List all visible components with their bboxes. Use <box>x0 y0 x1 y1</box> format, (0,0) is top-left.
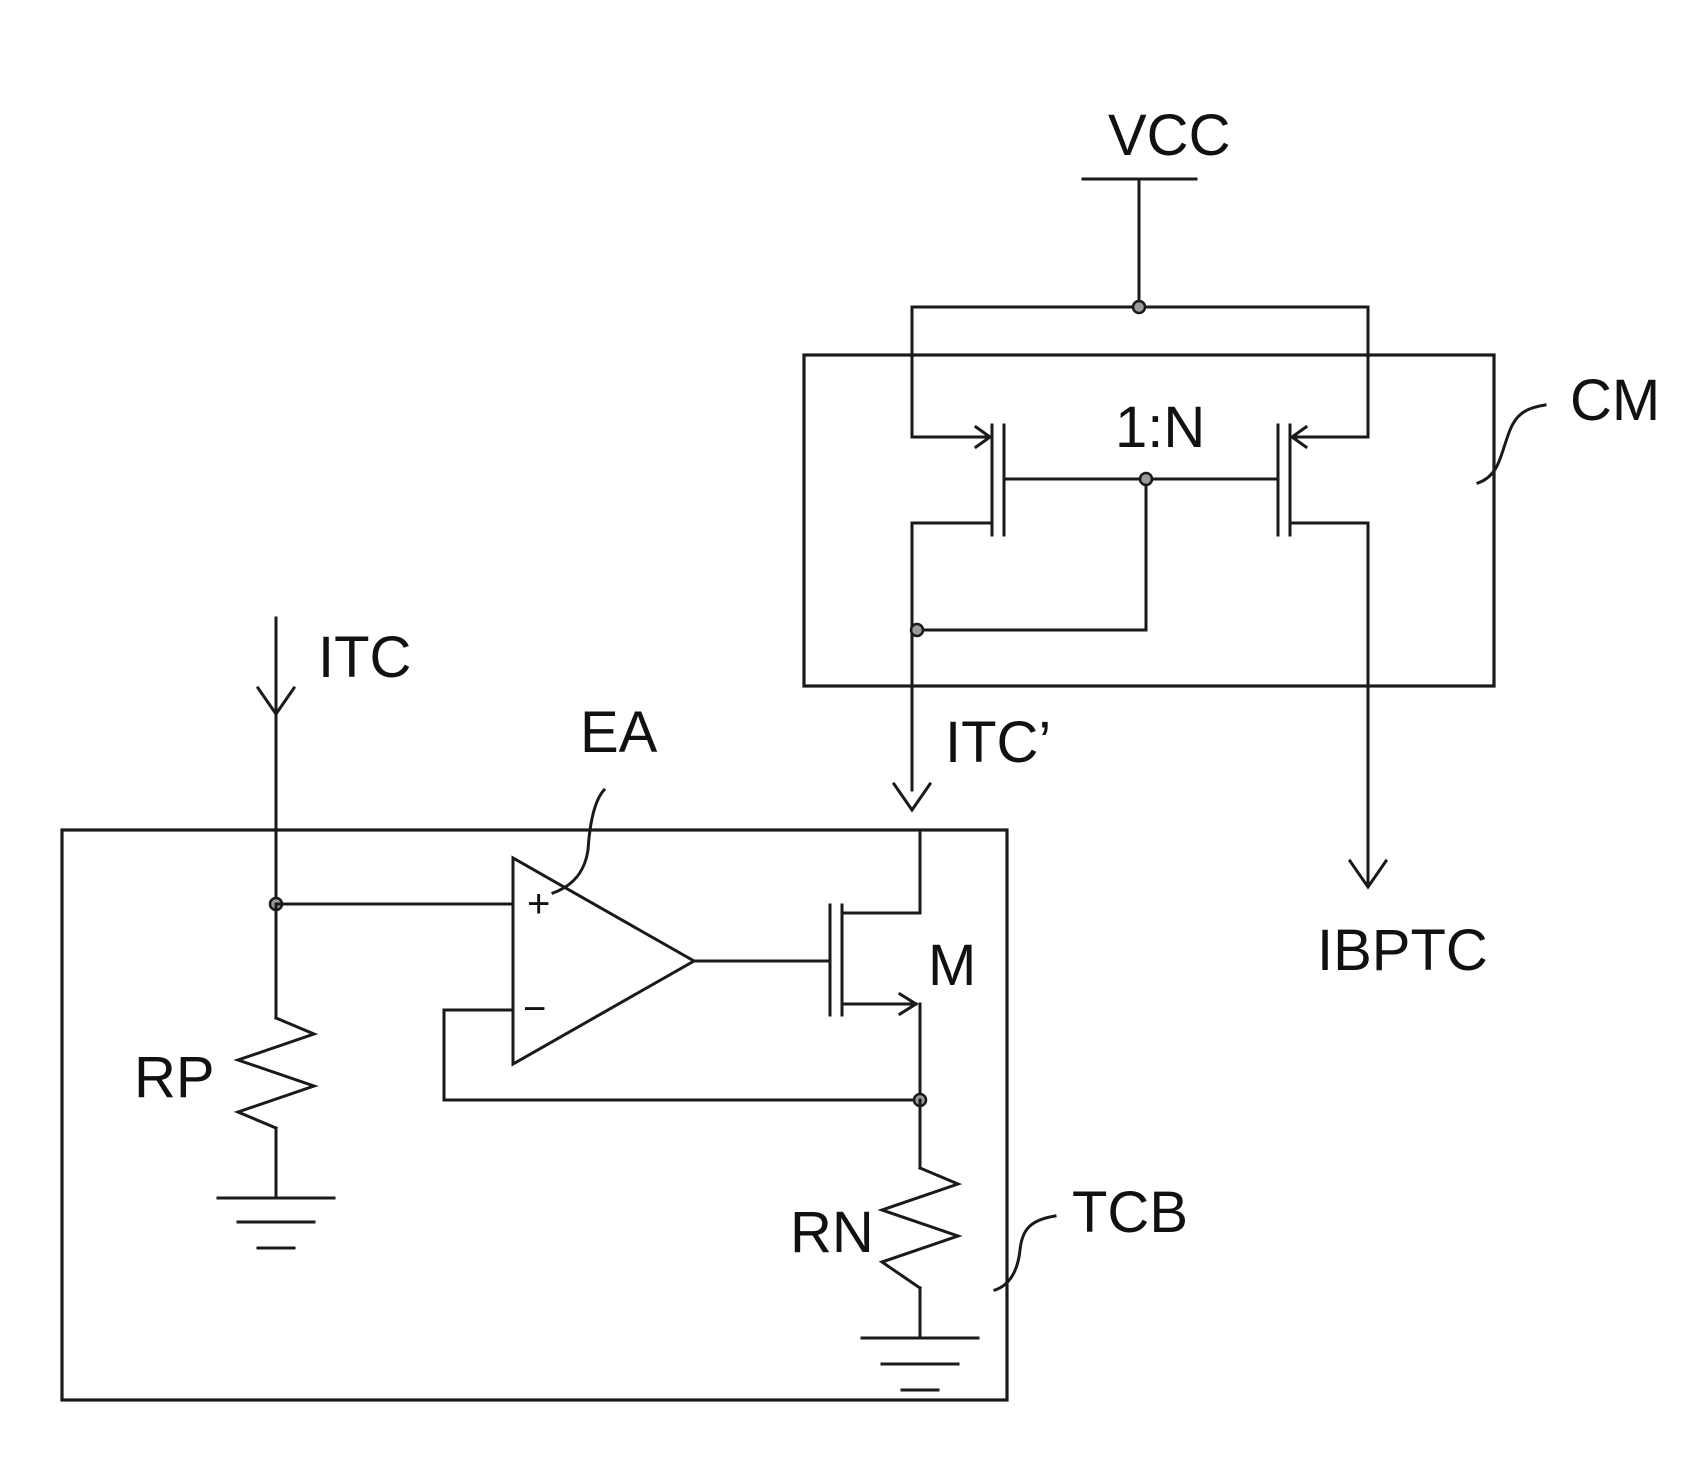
gate-junction-dot <box>1140 473 1152 485</box>
nmos-transistor-m <box>830 830 926 1106</box>
cm-leader-line <box>1478 405 1545 483</box>
vcc-label: VCC <box>1108 103 1230 168</box>
rn-label: RN <box>790 1200 874 1265</box>
opamp-plus-sign: + <box>527 882 550 926</box>
itc-label: ITC <box>318 625 411 690</box>
cm-label: CM <box>1570 368 1660 433</box>
opamp-minus-sign: − <box>523 987 546 1031</box>
ibptc-label: IBPTC <box>1317 918 1488 983</box>
ea-leader-line <box>553 790 604 893</box>
error-amplifier <box>444 858 920 1100</box>
m-label: M <box>928 933 976 998</box>
ground-rn <box>862 1338 978 1390</box>
ea-label: EA <box>580 700 658 765</box>
rp-label: RP <box>134 1045 215 1110</box>
vcc-junction-dot <box>1133 301 1145 313</box>
pmos-right-transistor <box>1278 425 1386 887</box>
tcb-leader-line <box>995 1216 1055 1290</box>
diode-junction-dot <box>911 624 923 636</box>
mirror-gate-connection <box>911 473 1278 636</box>
resistor-rp <box>238 904 314 1198</box>
ground-rp <box>218 1198 334 1248</box>
resistor-rn <box>882 1100 958 1338</box>
ratio-label: 1:N <box>1115 395 1205 460</box>
itc-prime-label: ITC’ <box>945 710 1051 775</box>
tcb-label: TCB <box>1072 1180 1188 1245</box>
